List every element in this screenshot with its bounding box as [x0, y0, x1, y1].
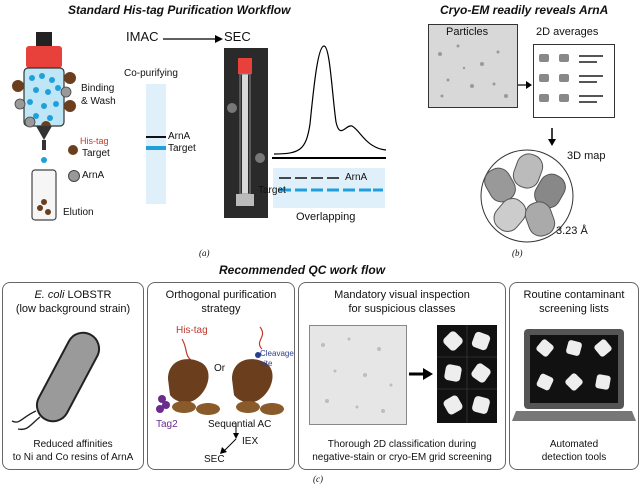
box2-sec-label: SEC [204, 454, 225, 465]
ecoli-illustration [11, 331, 101, 431]
gel-bands [279, 177, 383, 192]
qc-box-screening-lists: Routine contaminant screening lists Auto… [509, 282, 639, 470]
box2-title1: Orthogonal purification [165, 289, 277, 301]
box2-his-tag-label: His-tag [176, 325, 208, 336]
elution-label: Elution [63, 207, 94, 218]
panel-b-label: (b) [512, 248, 523, 258]
box1-footer2: to Ni and Co resins of ArnA [12, 452, 134, 463]
averages-label: 2D averages [536, 26, 599, 38]
box4-footer2: detection tools [541, 452, 607, 463]
panel-c-title: Recommended QC work flow [219, 263, 386, 277]
map3d-illustration [480, 149, 574, 243]
gel-arna-label: ArnA [345, 172, 368, 183]
cleavage-site-label: Cleavage site [260, 349, 294, 368]
box3-title1: Mandatory visual inspection [334, 289, 470, 301]
co-purifying-gel [146, 84, 166, 204]
qc-box-lobstr: E. coli LOBSTR (low background strain) R… [2, 282, 144, 470]
box3-footer1: Thorough 2D classification during [327, 439, 477, 450]
band-arna-label: ArnA [168, 131, 191, 142]
tag2-label: Tag2 [156, 419, 178, 430]
binding-wash-label: Binding & Wash [81, 83, 116, 107]
target-band [146, 146, 166, 150]
target-label: Target [82, 148, 110, 159]
particles-label: Particles [446, 26, 489, 38]
sec-column-illustration [224, 48, 268, 218]
iex-label: IEX [242, 436, 259, 447]
band-target-label: Target [168, 143, 196, 154]
panel-a-label: (a) [199, 248, 210, 258]
co-purifying-label: Co-purifying [124, 68, 178, 79]
box4-footer1: Automated [549, 439, 599, 450]
map3d-label: 3D map [567, 150, 606, 162]
resolution-label: 3.23 Å [556, 225, 588, 237]
box2-title2: strategy [201, 303, 241, 315]
arna-band [146, 136, 166, 138]
box3-footer2: negative-stain or cryo-EM grid screening [312, 452, 492, 463]
or-label: Or [214, 363, 226, 374]
overlapping-label: Overlapping [296, 211, 356, 223]
seq-ac-label: Sequential AC [208, 419, 272, 430]
orthogonal-illustration [156, 326, 284, 454]
overlapping-gel [273, 168, 385, 208]
qc-box-visual-inspection: Mandatory visual inspection for suspicio… [298, 282, 506, 470]
sec-label: SEC [224, 29, 251, 44]
sec-chromatogram [272, 45, 387, 159]
arna-label: ArnA [82, 170, 105, 181]
particles-dots [438, 44, 508, 98]
laptop-icon [512, 329, 636, 421]
box1-title-italic: E. coli [34, 289, 65, 301]
arna-protein-icon [68, 170, 80, 182]
target-protein-icon [68, 145, 78, 155]
gel-target-label: Target [258, 185, 286, 196]
class-averages-icons [437, 325, 497, 423]
panel-a-title: Standard His-tag Purification Workflow [68, 3, 291, 17]
arrow-icon [409, 368, 433, 380]
his-tag-label: His-tag [80, 136, 109, 146]
panel-b-title: Cryo-EM readily reveals ArnA [440, 3, 609, 17]
box1-title-rest: LOBSTR [64, 289, 112, 301]
imac-column-illustration [12, 32, 76, 221]
qc-box-orthogonal: Orthogonal purification strategy His-tag… [147, 282, 295, 470]
arrow-icon [518, 81, 532, 89]
arrow-down-icon [548, 128, 556, 146]
micrograph-dots [321, 337, 393, 413]
panel-c-label: (c) [313, 474, 323, 484]
imac-label: IMAC [126, 29, 159, 44]
box4-title2: screening lists [539, 303, 609, 315]
negative-stain-micrograph [309, 325, 407, 425]
box3-title2: for suspicious classes [348, 303, 456, 315]
box1-footer1: Reduced affinities [33, 439, 113, 450]
box4-title1: Routine contaminant [523, 289, 625, 301]
averages-grid [539, 54, 603, 103]
particles-micrograph [428, 24, 518, 108]
box1-subtitle: (low background strain) [15, 303, 131, 315]
arrow-icon [163, 35, 223, 43]
box1-title: E. coli LOBSTR [3, 289, 143, 301]
